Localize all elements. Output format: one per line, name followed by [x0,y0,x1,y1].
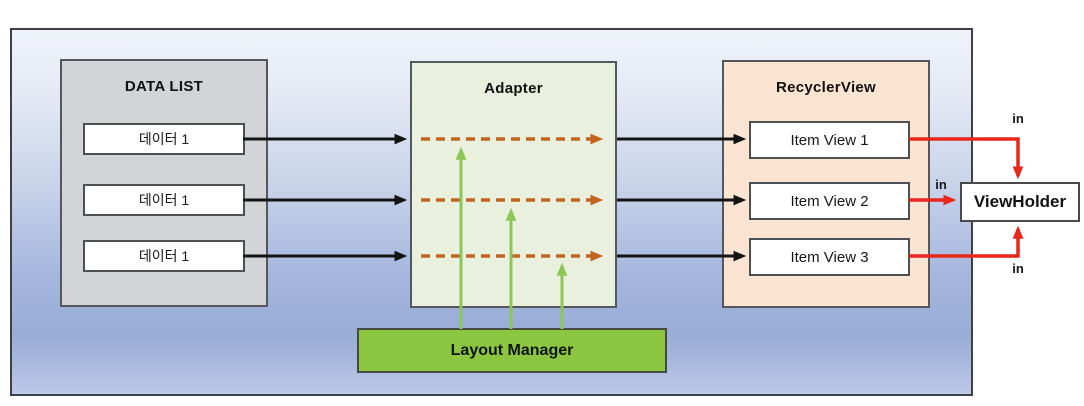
adapter-title: Adapter [484,80,543,97]
item-view-2: Item View 2 [749,182,910,220]
recycler-view-title: RecyclerView [775,79,877,96]
in-label-bottom: in [1012,261,1024,276]
data-list-box: DATA LIST 데이터 1 데이터 1 데이터 1 [60,59,268,307]
item-view-3: Item View 3 [749,238,910,276]
in-label-top: in [1012,111,1024,126]
recycler-view-box: RecyclerView Item View 1 Item View 2 Ite… [722,60,930,308]
adapter-box: Adapter [410,61,617,308]
data-item-2: 데이터 1 [83,184,245,216]
data-list-title: DATA LIST [124,78,204,95]
view-holder-box: ViewHolder [960,182,1080,222]
in-label-middle: in [935,177,947,192]
data-item-1: 데이터 1 [83,123,245,155]
layout-manager-box: Layout Manager [357,328,667,373]
data-item-3: 데이터 1 [83,240,245,272]
item-view-1: Item View 1 [749,121,910,159]
